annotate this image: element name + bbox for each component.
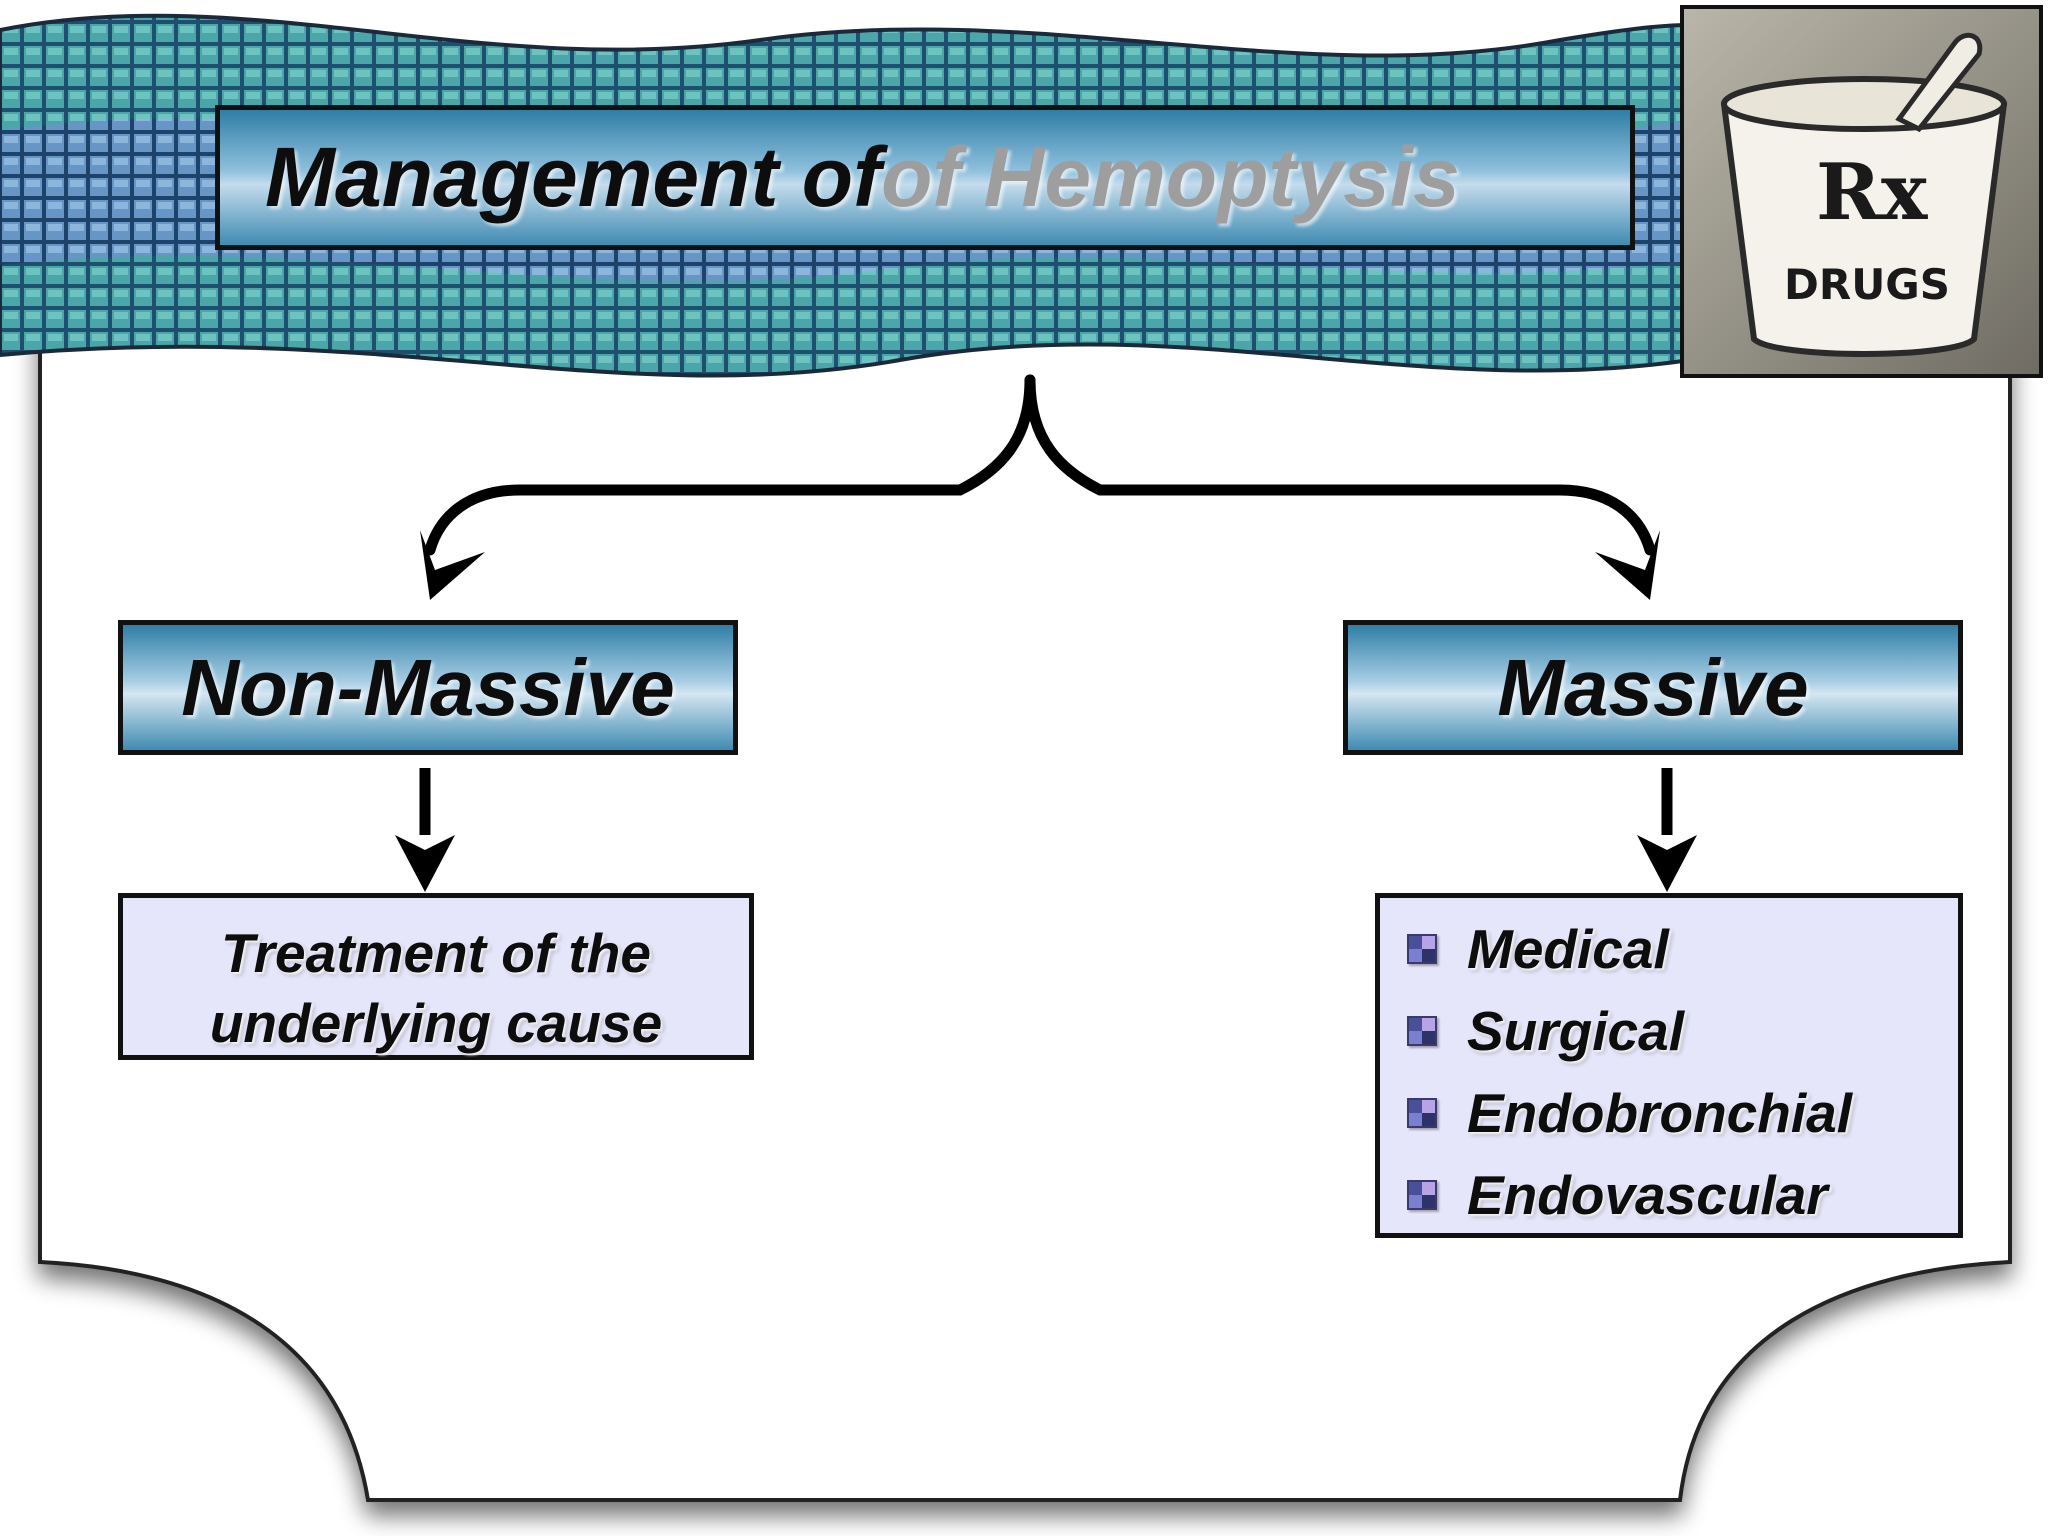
massive-label: Massive — [1497, 642, 1809, 732]
square-bullet-icon — [1407, 1016, 1437, 1046]
arrow-to-non-massive — [420, 530, 485, 600]
rx-drugs-logo: Rx DRUGS — [1680, 5, 2043, 378]
arrow-to-massive — [1595, 530, 1660, 600]
massive-box: Massive — [1343, 620, 1963, 755]
title-banner: Management ofof Hemoptysis — [215, 105, 1635, 250]
treatment-line-1: Treatment of the — [221, 922, 651, 984]
treatment-line-2: underlying cause — [209, 992, 663, 1054]
square-bullet-icon — [1407, 934, 1437, 964]
slide-title-ghost: of Hemoptysis — [881, 130, 1460, 224]
option-medical: Medical — [1467, 918, 1669, 980]
list-item: Endobronchial — [1380, 1072, 1958, 1154]
mortar-pestle-icon: Rx DRUGS — [1720, 32, 2008, 357]
list-item: Endovascular — [1380, 1154, 1958, 1236]
brace-connector — [424, 374, 1036, 556]
list-item: Surgical — [1380, 990, 1958, 1072]
option-endobronchial: Endobronchial — [1467, 1082, 1852, 1144]
list-item: Medical — [1380, 908, 1958, 990]
drugs-label: DRUGS — [1784, 260, 1950, 309]
massive-options-box: Medical Surgical Endobronchial Endovascu… — [1375, 893, 1963, 1238]
option-surgical: Surgical — [1467, 1000, 1685, 1062]
treatment-box: Treatment of the underlying cause — [118, 893, 754, 1060]
slide-title: Management ofof Hemoptysis — [265, 130, 1460, 224]
option-endovascular: Endovascular — [1467, 1164, 1828, 1226]
square-bullet-icon — [1407, 1180, 1437, 1210]
non-massive-label: Non-Massive — [181, 642, 675, 732]
rx-text: Rx — [1816, 147, 1929, 238]
square-bullet-icon — [1407, 1098, 1437, 1128]
arrow-to-options — [1637, 835, 1697, 892]
arrow-to-treatment — [395, 835, 455, 892]
non-massive-box: Non-Massive — [118, 620, 738, 755]
